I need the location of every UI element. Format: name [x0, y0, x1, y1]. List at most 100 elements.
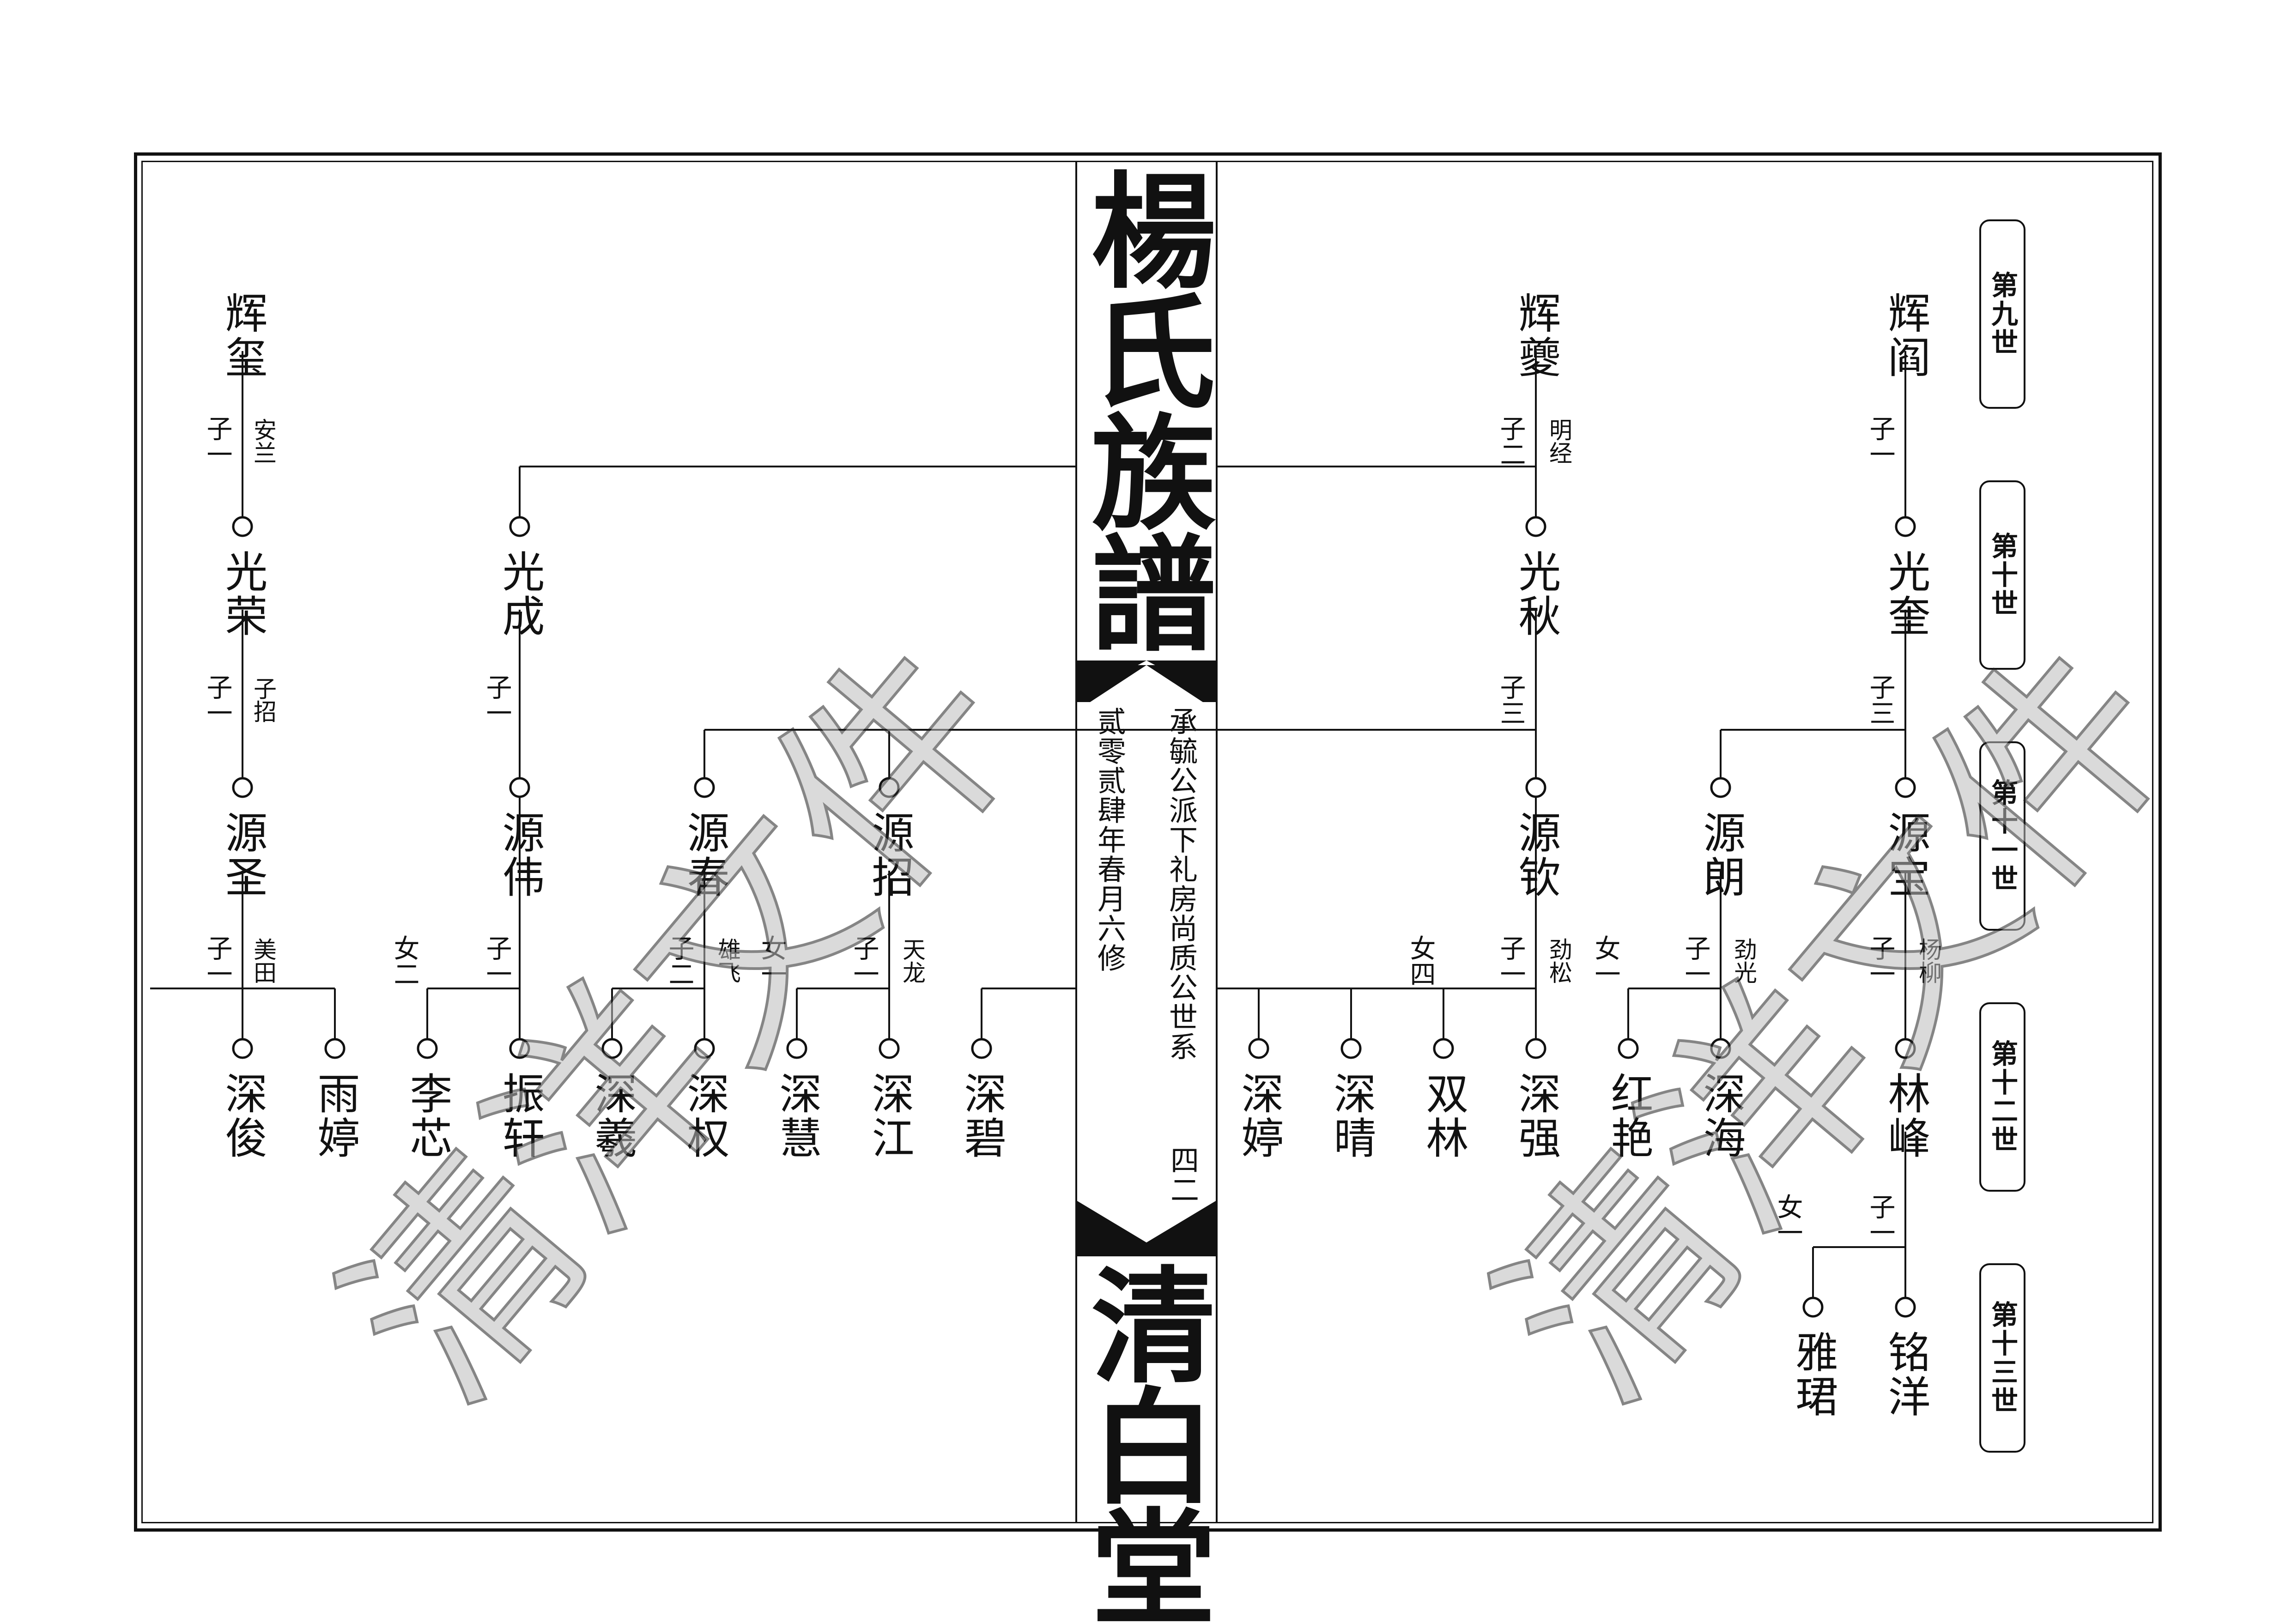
- person-node-circle: [1433, 1038, 1454, 1059]
- person-node-circle: [232, 777, 253, 798]
- person-name: 深晴: [1327, 1072, 1376, 1160]
- generation-label-9: 第九世: [1979, 219, 2025, 409]
- person-node-circle: [879, 1038, 900, 1059]
- relation-label: 子一: [202, 935, 232, 987]
- person-node-circle: [786, 1038, 807, 1059]
- relation-label: 子三: [1496, 674, 1526, 726]
- person-node-circle: [1525, 1038, 1546, 1059]
- spouse-note: 明经: [1546, 418, 1572, 464]
- spouse-note: 子招: [250, 677, 277, 723]
- person-name: 红艳: [1604, 1072, 1653, 1160]
- spouse-note: 安兰: [250, 418, 277, 464]
- person-node-circle: [509, 1038, 530, 1059]
- generation-label-13: 第十三世: [1979, 1263, 2025, 1453]
- relation-label: 子一: [482, 935, 512, 987]
- relation-label: 女一: [757, 935, 787, 987]
- person-node-circle: [601, 1038, 623, 1059]
- person-name: 深慧: [772, 1072, 822, 1160]
- person-name: 源招: [865, 811, 914, 899]
- page-number: 四二: [1165, 1145, 1199, 1205]
- person-name: 深权: [680, 1072, 729, 1160]
- person-name: 源宝: [1881, 811, 1930, 899]
- person-name: 源伟: [495, 811, 545, 899]
- person-node-circle: [1895, 516, 1916, 537]
- relation-label: 女二: [389, 935, 419, 987]
- spouse-note: 天龙: [899, 938, 926, 984]
- person-node-circle: [1618, 1038, 1639, 1059]
- inner-border: [141, 161, 2153, 1523]
- relation-label: 子一: [202, 674, 232, 726]
- genealogy-title: 楊氏族譜: [1070, 166, 1217, 650]
- person-name: 深婷: [1234, 1072, 1284, 1160]
- person-name: 光奎: [1881, 550, 1930, 638]
- person-name: 林峰: [1881, 1072, 1930, 1160]
- band-upper-arrow-tip: [1077, 665, 1146, 702]
- spouse-note: 劲松: [1546, 938, 1572, 984]
- center-title-band: [1075, 161, 1218, 1523]
- person-node-circle: [1525, 516, 1546, 537]
- person-name: 李芯: [403, 1072, 452, 1160]
- generation-label-10: 第十世: [1979, 480, 2025, 670]
- relation-label: 子一: [482, 674, 512, 726]
- person-node-circle: [694, 777, 715, 798]
- person-node-circle: [1340, 1038, 1362, 1059]
- relation-label: 子三: [1865, 674, 1895, 726]
- person-node-circle: [1710, 1038, 1731, 1059]
- branch-line-text: 承毓公派下礼房尚质公世系: [1164, 707, 1198, 1061]
- person-node-circle: [971, 1038, 992, 1059]
- person-name: 辉玺: [218, 291, 267, 380]
- person-name: 光秋: [1511, 550, 1561, 638]
- relation-label: 女一: [1590, 935, 1620, 987]
- hall-name: 清白堂: [1070, 1261, 1217, 1624]
- person-name: 深俊: [218, 1072, 267, 1160]
- person-name: 源春: [680, 811, 729, 899]
- generation-label-12: 第十二世: [1979, 1002, 2025, 1192]
- person-node-circle: [694, 1038, 715, 1059]
- spouse-note: 劲光: [1730, 938, 1757, 984]
- person-node-circle: [509, 777, 530, 798]
- person-name: 深江: [865, 1072, 914, 1160]
- person-name: 雅珺: [1789, 1330, 1838, 1419]
- person-name: 深羲: [588, 1072, 637, 1160]
- person-name: 深碧: [957, 1072, 1007, 1160]
- person-node-circle: [1248, 1038, 1269, 1059]
- spouse-note: 雄飞: [714, 938, 741, 984]
- person-name: 辉夔: [1511, 291, 1561, 380]
- person-node-circle: [1525, 777, 1546, 798]
- person-name: 振轩: [495, 1072, 545, 1160]
- person-node-circle: [1802, 1297, 1824, 1318]
- relation-label: 子一: [849, 935, 879, 987]
- band-lower-arrow: [1077, 1201, 1216, 1256]
- person-node-circle: [1895, 1297, 1916, 1318]
- person-node-circle: [417, 1038, 438, 1059]
- relation-label: 子一: [1680, 935, 1710, 987]
- person-node-circle: [232, 1038, 253, 1059]
- person-node-circle: [1895, 777, 1916, 798]
- relation-label: 子一: [1865, 415, 1895, 467]
- person-name: 源朗: [1696, 811, 1746, 899]
- revision-date-text: 贰零贰肆年春月六修: [1092, 707, 1126, 973]
- person-name: 源钦: [1511, 811, 1561, 899]
- person-node-circle: [1710, 777, 1731, 798]
- relation-label: 子一: [1865, 935, 1895, 987]
- relation-label: 子二: [664, 935, 694, 987]
- relation-label: 子一: [1496, 935, 1526, 987]
- relation-label: 子二: [1496, 415, 1526, 467]
- person-name: 雨婷: [310, 1072, 360, 1160]
- person-node-circle: [879, 777, 900, 798]
- person-name: 铭洋: [1881, 1330, 1930, 1419]
- relation-label: 子一: [1865, 1194, 1895, 1245]
- band-upper-arrow-tip-right: [1146, 665, 1216, 702]
- outer-border: [134, 152, 2162, 1532]
- generation-label-11: 第十一世: [1979, 741, 2025, 931]
- person-node-circle: [509, 516, 530, 537]
- person-name: 源圣: [218, 811, 267, 899]
- spouse-note: 美田: [250, 938, 277, 984]
- person-name: 深海: [1696, 1072, 1746, 1160]
- person-name: 双林: [1419, 1072, 1468, 1160]
- spouse-note: 杨柳: [1915, 938, 1942, 984]
- person-name: 光荣: [218, 550, 267, 638]
- relation-label: 子一: [202, 415, 232, 467]
- person-node-circle: [1895, 1038, 1916, 1059]
